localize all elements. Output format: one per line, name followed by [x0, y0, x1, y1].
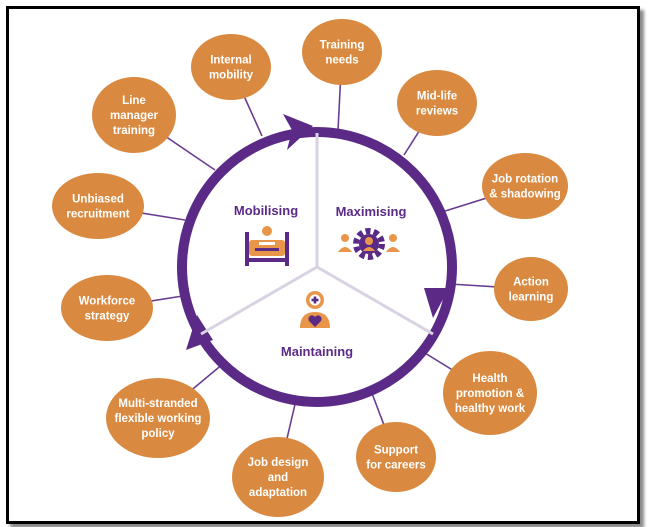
segment-label-maximising: Maximising: [336, 204, 407, 219]
bubble-text-line: Job design: [248, 457, 309, 469]
bubble-text-line: reviews: [416, 106, 458, 118]
arrow-top-icon: [283, 114, 313, 150]
bubble-text-line: & shadowing: [489, 189, 561, 201]
bubble-text-line: Workforce: [79, 296, 136, 308]
bubble-line-manager-training: Line manager training: [92, 77, 176, 153]
bubble-workforce-strategy: Workforce strategy: [61, 275, 153, 341]
bubble-text-line: needs: [325, 55, 358, 67]
bubble-training-needs: Training needs: [302, 19, 382, 85]
bubble-multi-stranded: Multi-stranded flexible working policy: [106, 378, 210, 458]
bubble-text-line: for careers: [366, 460, 425, 472]
bubble-health-promotion: Health promotion & healthy work: [443, 351, 537, 435]
segment-label-maintaining: Maintaining: [281, 344, 353, 359]
cycle-ring: [177, 127, 457, 407]
bubble-shape: [61, 275, 153, 341]
bubble-internal-mobility: Internal mobility: [191, 34, 271, 100]
bubble-text-line: Unbiased: [72, 194, 124, 206]
bubble-support-careers: Support for careers: [356, 422, 436, 492]
bubble-shape: [92, 77, 176, 153]
bubble-shape: [106, 378, 210, 458]
person-heart-icon: [300, 291, 330, 328]
bubble-text-line: Health: [472, 373, 507, 385]
bubble-text-line: healthy work: [455, 403, 526, 415]
bubble-text-line: policy: [141, 428, 175, 440]
bubble-action-learning: Action learning: [494, 257, 568, 321]
bubble-shape: [232, 437, 324, 517]
bed-person-icon: [245, 226, 289, 266]
bubble-text-line: Line: [122, 95, 146, 107]
bubble-text-line: Internal: [210, 55, 252, 67]
bubble-shape: [397, 70, 477, 136]
bubble-text-line: flexible working: [115, 413, 202, 425]
segment-label-mobilising: Mobilising: [234, 203, 298, 218]
bubble-text-line: learning: [509, 292, 554, 304]
gear-people-icon: [338, 228, 400, 260]
bubble-shape: [191, 34, 271, 100]
bubble-text-line: Training: [320, 40, 365, 52]
bubble-text-line: Job rotation: [492, 174, 558, 186]
bubble-job-rotation: Job rotation & shadowing: [482, 153, 568, 219]
bubble-text-line: Support: [374, 445, 418, 457]
bubble-text-line: mobility: [209, 70, 254, 82]
bubble-text-line: promotion &: [456, 388, 524, 400]
bubble-shape: [443, 351, 537, 435]
divider-right: [316, 265, 434, 336]
bubble-unbiased-recruitment: Unbiased recruitment: [52, 173, 144, 239]
bubble-text-line: and: [268, 472, 288, 484]
bubble-shape: [52, 173, 144, 239]
bubble-text-line: manager: [110, 110, 158, 122]
bubble-text-line: Action: [513, 277, 549, 289]
bubble-job-design: Job design and adaptation: [232, 437, 324, 517]
bubble-text-line: training: [113, 125, 155, 137]
bubble-shape: [356, 422, 436, 492]
bubble-text-line: Multi-stranded: [118, 398, 197, 410]
arrow-left-icon: [186, 315, 213, 350]
bubble-text-line: recruitment: [66, 209, 129, 221]
bubble-shape: [302, 19, 382, 85]
bubble-mid-life-reviews: Mid-life reviews: [397, 70, 477, 136]
bubble-shape: [482, 153, 568, 219]
divider-left: [200, 265, 318, 336]
bubble-text-line: Mid-life: [417, 91, 457, 103]
arrow-right-icon: [424, 288, 449, 318]
bubble-text-line: strategy: [85, 311, 130, 323]
bubble-shape: [494, 257, 568, 321]
bubble-text-line: adaptation: [249, 487, 307, 499]
